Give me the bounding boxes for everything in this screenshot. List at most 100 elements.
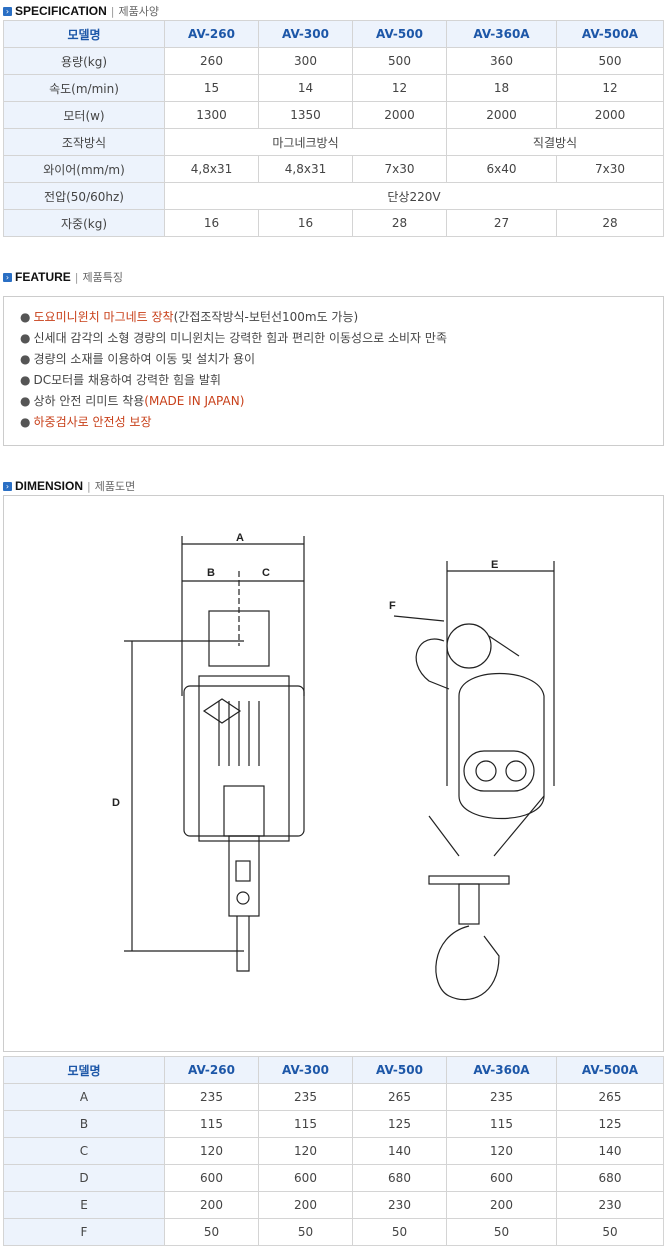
header-cell: AV-300 [258,1056,353,1084]
bullet-icon: ● [20,352,31,366]
table-cell: 200 [164,1191,259,1219]
table-cell: 235 [164,1083,259,1111]
feature-text: DC모터를 채용하여 강력한 힘을 발휘 [33,373,221,387]
row-label: F [3,1218,165,1246]
table-cell: 18 [446,74,557,102]
feature-section-title: › FEATURE| 제품특징 [3,269,123,285]
table-cell: 200 [446,1191,557,1219]
table-cell: 600 [258,1164,353,1192]
header-cell: AV-360A [446,20,557,48]
row-label: 모터(w) [3,101,165,129]
table-cell: 140 [556,1137,664,1165]
table-cell: 125 [352,1110,447,1138]
table-cell: 265 [352,1083,447,1111]
side-view-drawing [393,561,555,1001]
table-cell: 직결방식 [446,128,664,156]
feature-item: ●도요미니윈치 마그네트 장착(간접조작방식-보턴선100m도 가능) [20,307,447,328]
header-cell: AV-500A [556,1056,664,1084]
feature-text: 신세대 감각의 소형 경량의 미니윈치는 강력한 힘과 편리한 이동성으로 소비… [33,331,447,345]
bullet-icon: ● [20,394,31,408]
table-cell: 16 [258,209,353,237]
header-cell: AV-500 [352,1056,447,1084]
arrow-icon: › [3,6,12,16]
table-cell: 1300 [164,101,259,129]
table-row: 전압(50/60hz)단상220V [3,182,664,210]
dimension-section-title: › DIMENSION| 제품도면 [3,478,135,494]
table-cell: 230 [352,1191,447,1219]
row-label: D [3,1164,165,1192]
feature-highlight: 도요미니윈치 마그네트 장착 [33,310,174,324]
dimension-label-b: B [207,567,215,579]
table-cell: 마그네크방식 [164,128,447,156]
table-cell: 300 [258,47,353,75]
table-cell: 4,8x31 [164,155,259,183]
feature-item: ●하중검사로 안전성 보장 [20,412,447,433]
dimension-label-d: D [112,797,120,809]
row-label: E [3,1191,165,1219]
table-cell: 235 [446,1083,557,1111]
table-cell: 265 [556,1083,664,1111]
table-cell: 120 [164,1137,259,1165]
row-label: 자중(kg) [3,209,165,237]
table-cell: 50 [556,1218,664,1246]
dimension-label-f: F [389,600,396,612]
arrow-icon: › [3,481,12,491]
table-cell: 28 [352,209,447,237]
feature-highlight: 하중검사로 안전성 보장 [33,415,152,429]
header-cell: AV-260 [164,1056,259,1084]
bullet-icon: ● [20,310,31,324]
table-cell: 50 [446,1218,557,1246]
table-cell: 12 [556,74,664,102]
table-cell: 115 [164,1110,259,1138]
row-label: 속도(m/min) [3,74,165,102]
table-cell: 680 [352,1164,447,1192]
feature-box: ●도요미니윈치 마그네트 장착(간접조작방식-보턴선100m도 가능)●신세대 … [3,296,664,446]
table-cell: 500 [556,47,664,75]
table-cell: 260 [164,47,259,75]
header-cell: AV-360A [446,1056,557,1084]
header-cell: AV-260 [164,20,259,48]
spec-section-title: › SPECIFICATION| 제품사양 [3,3,159,19]
header-cell: 모델명 [3,20,165,48]
feature-highlight: (MADE IN JAPAN) [144,394,245,408]
header-cell: AV-500A [556,20,664,48]
row-label: 전압(50/60hz) [3,182,165,210]
header-cell: 모델명 [3,1056,165,1084]
dimension-label-e: E [491,559,498,571]
row-label: 용량(kg) [3,47,165,75]
table-cell: 115 [446,1110,557,1138]
table-cell: 28 [556,209,664,237]
table-cell: 50 [164,1218,259,1246]
arrow-icon: › [3,272,12,282]
header-cell: AV-300 [258,20,353,48]
table-cell: 230 [556,1191,664,1219]
table-cell: 50 [352,1218,447,1246]
table-cell: 4,8x31 [258,155,353,183]
table-cell: 16 [164,209,259,237]
table-cell: 120 [446,1137,557,1165]
feature-text: (간접조작방식-보턴선100m도 가능) [173,310,359,324]
table-cell: 15 [164,74,259,102]
bullet-icon: ● [20,415,31,429]
table-cell: 200 [258,1191,353,1219]
feature-item: ●신세대 감각의 소형 경량의 미니윈치는 강력한 힘과 편리한 이동성으로 소… [20,328,447,349]
feature-text: 경량의 소재를 이용하여 이동 및 설치가 용이 [33,352,256,366]
bullet-icon: ● [20,373,31,387]
row-label: C [3,1137,165,1165]
dimension-drawing: A B C D E F [3,495,664,1052]
dimension-label-c: C [262,567,270,579]
feature-item: ●DC모터를 채용하여 강력한 힘을 발휘 [20,370,447,391]
table-cell: 360 [446,47,557,75]
feature-item: ●상하 안전 리미트 착용(MADE IN JAPAN) [20,391,447,412]
row-label: 와이어(mm/m) [3,155,165,183]
